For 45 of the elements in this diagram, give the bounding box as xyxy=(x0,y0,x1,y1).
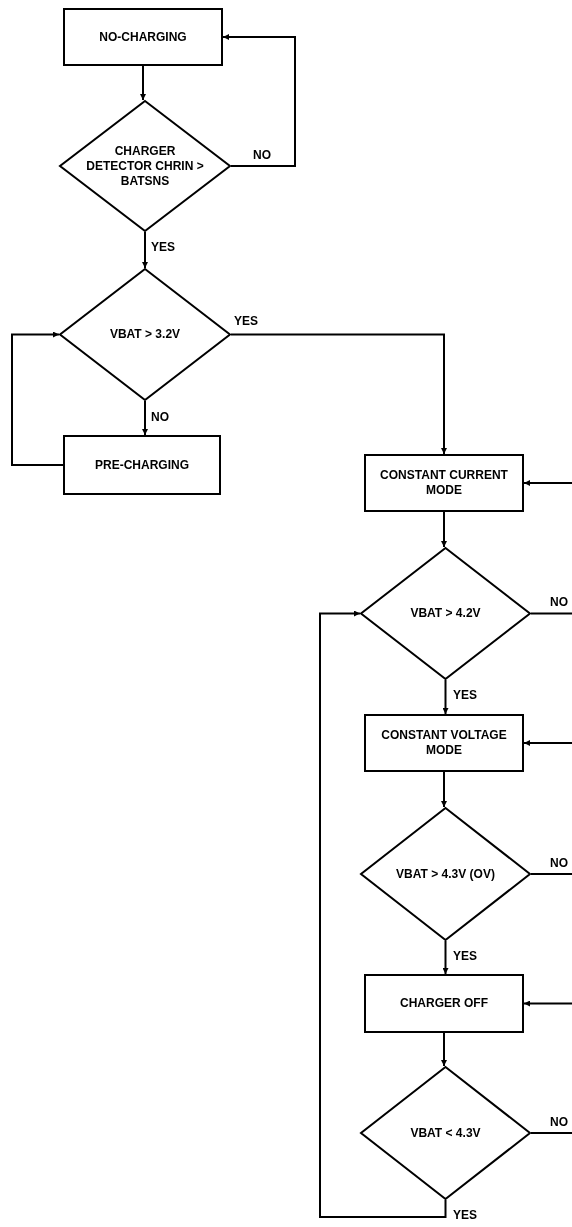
arrow xyxy=(442,679,449,715)
arrow xyxy=(11,331,64,466)
decision-diamond xyxy=(59,100,231,232)
edge-label: YES xyxy=(452,949,478,963)
arrow xyxy=(319,610,447,1218)
node-label: NO-CHARGING xyxy=(99,29,187,45)
arrow xyxy=(140,65,146,101)
arrow xyxy=(142,231,148,269)
edge-label: YES xyxy=(452,688,478,702)
decision-diamond xyxy=(360,547,531,680)
arrow xyxy=(441,511,447,548)
node-label: CONSTANT CURRENT MODE xyxy=(379,468,509,498)
arrow xyxy=(523,740,572,746)
process-box xyxy=(364,974,524,1033)
edge-label: YES xyxy=(233,314,259,328)
arrow xyxy=(222,34,296,167)
arrow xyxy=(523,480,572,486)
decision-diamond xyxy=(360,1066,531,1200)
arrow xyxy=(442,940,449,975)
process-box xyxy=(364,714,524,772)
arrow xyxy=(523,1000,572,1007)
edge-label: NO xyxy=(252,148,272,162)
decision-diamond xyxy=(59,268,231,401)
edge-label: NO xyxy=(549,856,569,870)
arrow xyxy=(441,1032,447,1067)
node-label: CHARGER OFF xyxy=(400,996,488,1011)
node-label: CONSTANT VOLTAGE MODE xyxy=(380,728,508,758)
arrow xyxy=(230,333,447,455)
process-box xyxy=(63,435,221,495)
arrow xyxy=(441,771,447,808)
edge-label: YES xyxy=(150,240,176,254)
process-box xyxy=(364,454,524,512)
node-label: VBAT > 3.2V xyxy=(109,327,181,342)
decision-diamond xyxy=(360,807,531,941)
node-label: VBAT > 4.3V (OV) xyxy=(396,866,495,882)
arrow xyxy=(142,400,148,436)
edge-label: NO xyxy=(549,595,569,609)
node-label: VBAT > 4.2V xyxy=(410,606,481,621)
edge-label: YES xyxy=(452,1208,478,1222)
edge-label: NO xyxy=(549,1115,569,1129)
node-label: PRE-CHARGING xyxy=(95,457,189,473)
edge-label: NO xyxy=(150,410,170,424)
node-label: CHARGER DETECTOR CHRIN > BATSNS xyxy=(85,143,205,189)
node-label: VBAT < 4.3V xyxy=(410,1125,481,1141)
process-box xyxy=(63,8,223,66)
